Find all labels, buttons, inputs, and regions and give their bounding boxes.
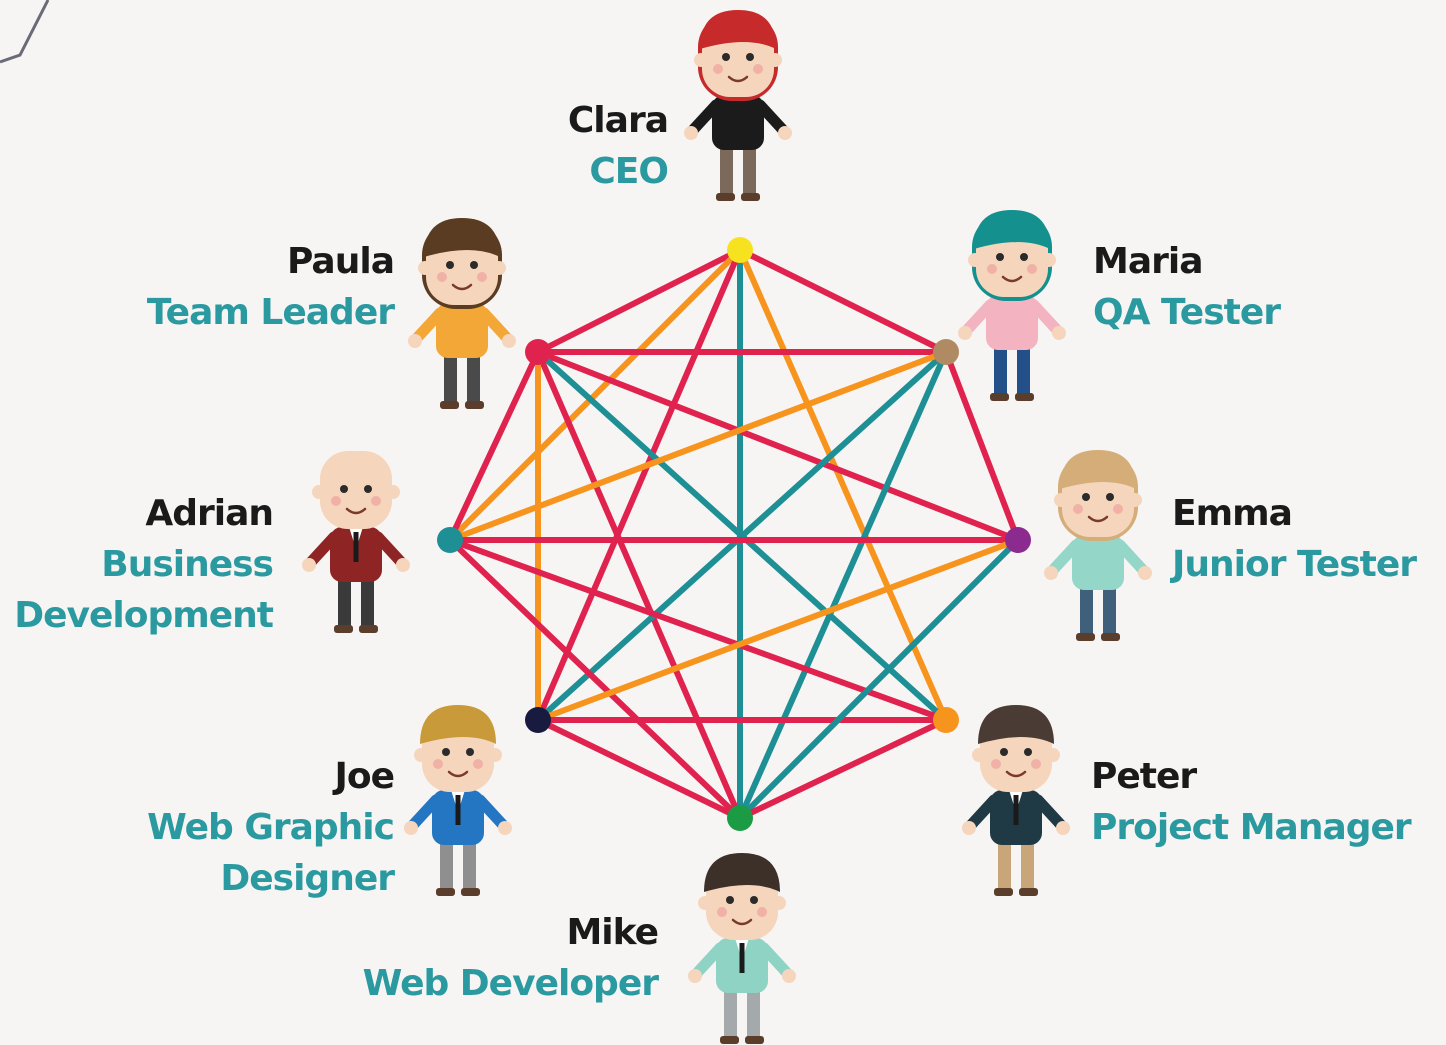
member-role-peter: Project Manager — [1091, 807, 1412, 848]
node-clara — [727, 237, 753, 263]
node-maria — [933, 339, 959, 365]
avatar-clara-icon — [684, 10, 792, 201]
connection-emma-mike — [737, 537, 1021, 821]
avatar-emma-icon — [1044, 450, 1152, 641]
member-label-clara: Clara CEO — [567, 95, 669, 197]
member-role-joe: Web Graphic Designer — [147, 807, 395, 899]
avatar-adrian-icon — [302, 451, 410, 633]
connection-maria-mike — [737, 349, 949, 821]
member-name-maria: Maria — [1093, 241, 1204, 282]
member-name-mike: Mike — [566, 912, 659, 953]
connection-joe-emma — [535, 537, 1021, 723]
member-name-peter: Peter — [1091, 756, 1197, 797]
member-label-paula: Paula Team Leader — [146, 236, 395, 338]
member-label-joe: Joe Web Graphic Designer — [104, 751, 395, 904]
corner-decoration — [0, 0, 50, 64]
connection-paula-mike — [535, 349, 743, 821]
connection-clara-maria — [737, 247, 949, 355]
node-adrian — [437, 527, 463, 553]
connection-nodes — [437, 237, 1031, 831]
member-name-paula: Paula — [287, 241, 395, 282]
connection-maria-adrian — [447, 349, 949, 543]
member-role-emma: Junior Tester — [1172, 544, 1417, 585]
connection-maria-emma — [943, 349, 1021, 543]
avatar-joe-icon — [404, 705, 512, 896]
avatar-paula-icon — [408, 218, 516, 409]
connection-peter-mike — [737, 717, 949, 821]
node-emma — [1005, 527, 1031, 553]
connection-joe-mike — [535, 717, 743, 821]
connection-adrian-peter — [447, 537, 949, 723]
avatar-maria-icon — [958, 210, 1066, 401]
node-paula — [525, 339, 551, 365]
connection-clara-adrian — [447, 247, 743, 543]
connection-lines — [447, 247, 1021, 821]
connection-clara-paula — [535, 247, 743, 355]
connection-clara-joe — [535, 247, 743, 723]
connection-paula-emma — [535, 349, 1021, 543]
member-role-mike: Web Developer — [362, 963, 659, 1004]
connection-clara-peter — [737, 247, 949, 723]
member-role-clara: CEO — [589, 151, 669, 192]
node-mike — [727, 805, 753, 831]
member-label-mike: Mike Web Developer — [362, 907, 659, 1009]
member-role-maria: QA Tester — [1093, 292, 1281, 333]
member-role-adrian: Business Development — [14, 544, 274, 636]
connection-paula-adrian — [447, 349, 541, 543]
node-peter — [933, 707, 959, 733]
member-role-paula: Team Leader — [146, 292, 395, 333]
member-name-emma: Emma — [1172, 493, 1293, 534]
node-joe — [525, 707, 551, 733]
member-name-clara: Clara — [567, 100, 669, 141]
member-name-adrian: Adrian — [145, 493, 274, 534]
member-label-peter: Peter Project Manager — [1091, 751, 1412, 853]
member-label-emma: Emma Junior Tester — [1172, 488, 1417, 590]
avatar-mike-icon — [688, 853, 796, 1044]
member-label-adrian: Adrian Business Development — [3, 488, 274, 641]
team-avatars — [302, 10, 1152, 1044]
member-label-maria: Maria QA Tester — [1093, 236, 1281, 338]
connection-maria-joe — [535, 349, 949, 723]
connection-adrian-mike — [447, 537, 743, 821]
member-name-joe: Joe — [334, 756, 395, 797]
avatar-peter-icon — [962, 705, 1070, 896]
